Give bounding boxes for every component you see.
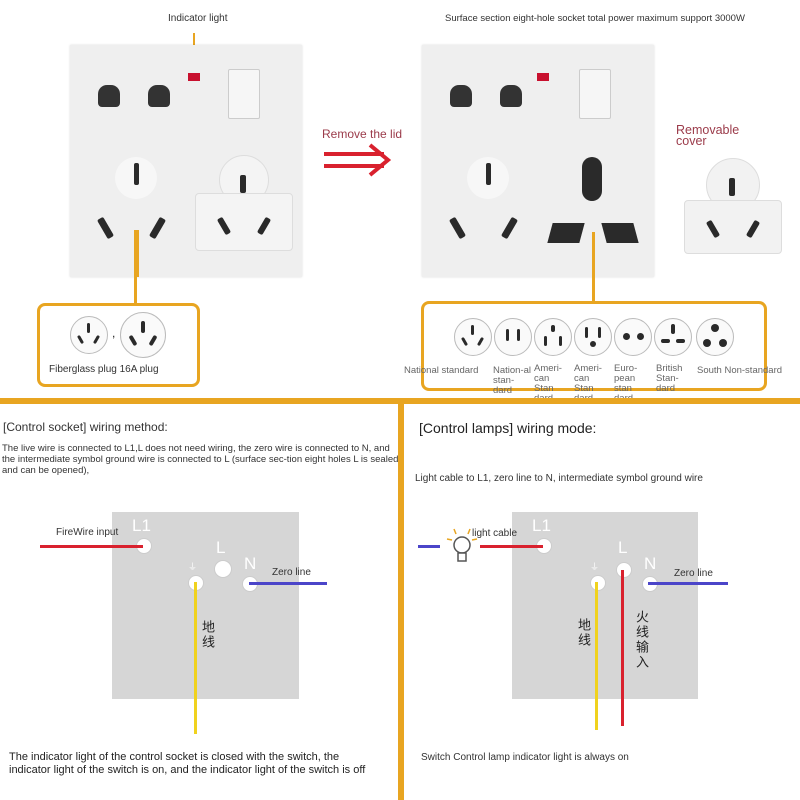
plug-type-american-2 (574, 318, 612, 356)
terminal-label-L1: L1 (132, 516, 151, 535)
terminal-L (214, 560, 232, 578)
control-lamps-description: Light cable to L1, zero line to N, inter… (415, 473, 703, 484)
two-pin-hole-right (148, 85, 170, 107)
fiberglass-plug-label: Fiberglass plug 16A plug (49, 364, 159, 375)
indicator-light-label: Indicator light (168, 13, 228, 24)
ground-symbol-icon: ⏚ (188, 562, 198, 572)
ground-hole-shutter (115, 157, 157, 199)
socket-slot-right (148, 216, 167, 240)
fire-input-cn-label: 火线输入 (634, 610, 649, 670)
plug-connector-line (134, 232, 137, 304)
lamp-terminal-label-L1: L1 (532, 516, 551, 535)
indicator-light-open (537, 73, 549, 81)
terminal-label-N: N (244, 554, 257, 573)
control-socket-heading: [Control socket] wiring method: (3, 420, 168, 434)
control-socket-description: The live wire is connected to L1,L does … (2, 443, 399, 476)
light-cable-label: light cable (472, 528, 518, 539)
surface-title: Surface section eight-hole socket total … (445, 13, 745, 24)
zero-line-wire-right (648, 582, 728, 585)
fiberglass-plug-box: , Fiberglass plug 16A plug (37, 303, 200, 387)
lamp-terminal-ground (590, 575, 606, 591)
lamp-terminal-L (616, 562, 632, 578)
zero-line-wire-left (249, 582, 327, 585)
vertical-divider (398, 398, 404, 800)
plug-types-box (421, 301, 767, 391)
ground-wire-cn-label: 地线 (200, 620, 215, 650)
removable-cover (684, 158, 782, 254)
socket-plate-closed (70, 45, 302, 277)
plug-type-south-africa (696, 318, 734, 356)
wiring-plate-socket: L1 L N ⏚ 地线 (112, 512, 299, 699)
plug-type-national (454, 318, 492, 356)
lightbulb-icon (446, 528, 478, 562)
terminal-label-L: L (216, 538, 226, 557)
control-socket-footer: The indicator light of the control socke… (9, 751, 366, 776)
plug-national (70, 316, 108, 354)
switch-rocker[interactable] (228, 69, 260, 119)
lamp-ground-symbol-icon: ⏚ (590, 562, 600, 572)
universal-ground-hole (582, 157, 602, 201)
firewire-input-wire (40, 545, 143, 548)
socket-slot-left (96, 216, 115, 240)
universal-slot-right (601, 223, 639, 243)
lamp-ground-cn-label: 地线 (576, 618, 591, 648)
wiring-plate-lamp: L1 L N ⏚ 地线 火线输入 (512, 512, 698, 699)
control-lamps-heading: [Control lamps] wiring mode: (419, 420, 597, 436)
zero-line-label-left: Zero line (272, 567, 311, 578)
zero-line-label-right: Zero line (674, 568, 713, 579)
double-arrow-icon (324, 143, 392, 177)
control-lamps-footer: Switch Control lamp indicator light is a… (421, 752, 629, 763)
plug-label-6: South Non-standard (697, 365, 783, 376)
fitted-cover (195, 155, 293, 251)
firewire-input-label: FireWire input (56, 527, 119, 538)
ground-wire-right (595, 582, 598, 730)
plug-label-0: National standard (404, 365, 479, 376)
lamp-terminal-label-L: L (618, 538, 628, 557)
lamp-neutral-stub (418, 545, 440, 548)
fire-input-wire (621, 570, 624, 726)
remove-lid-label: Remove the lid (322, 127, 403, 141)
plug-type-american (534, 318, 572, 356)
removable-cover-label: Removable cover (676, 123, 740, 148)
light-cable-wire (480, 545, 543, 548)
plug-type-european (614, 318, 652, 356)
plug-type-british (654, 318, 692, 356)
plug-type-national-2 (494, 318, 532, 356)
lamp-terminal-label-N: N (644, 554, 657, 573)
socket-plate-open (422, 45, 654, 277)
switch-rocker-open[interactable] (579, 69, 611, 119)
universal-slot-left (547, 223, 585, 243)
plug-comma: , (112, 326, 116, 340)
plug-label-1: Nation-al stan-dard (493, 365, 532, 396)
ground-wire-left (194, 582, 197, 734)
two-pin-hole-left (98, 85, 120, 107)
plug-16a (120, 312, 166, 358)
indicator-light (188, 73, 200, 81)
plug-label-5: British Stan-dard (656, 363, 683, 394)
